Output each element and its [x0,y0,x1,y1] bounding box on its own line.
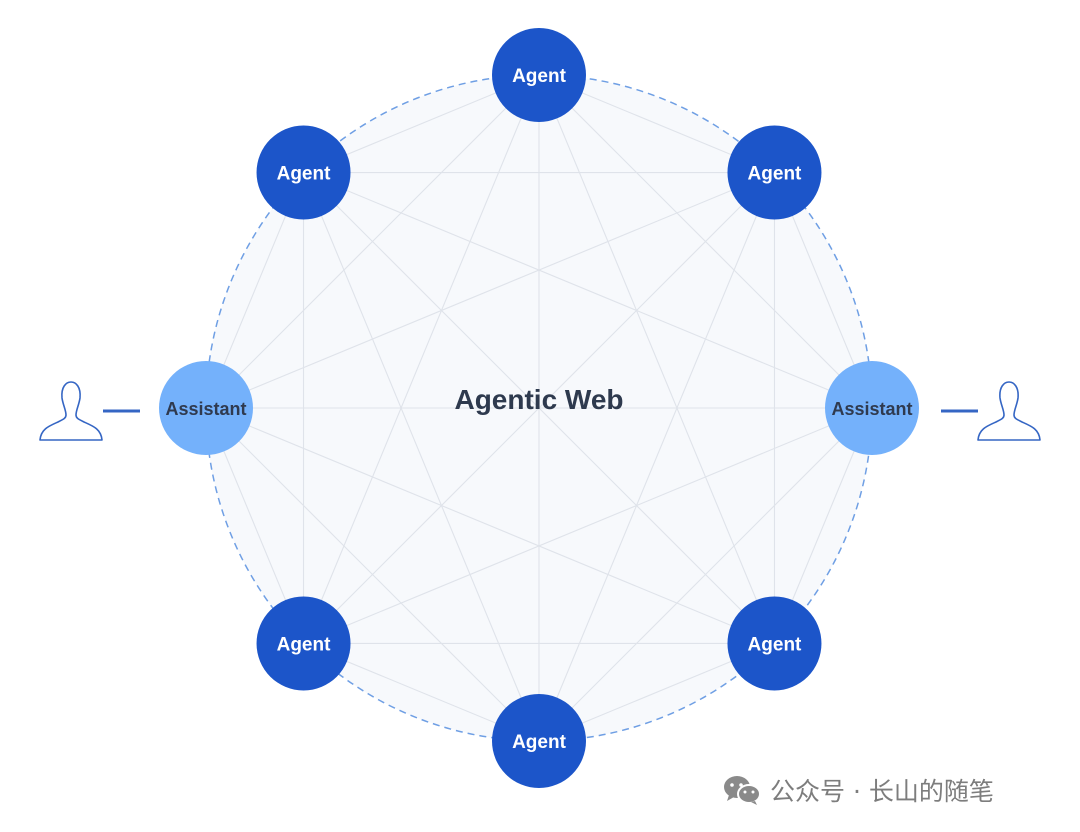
agent-label: Agent [512,66,567,87]
mesh-line [303,407,873,644]
user-right [977,381,1041,441]
mesh-line [205,407,775,644]
mesh-line [205,172,775,409]
node-agent-bottom-left[interactable]: Agent [256,596,351,691]
agent-label: Agent [748,164,803,185]
agent-label: Agent [512,732,567,753]
assistant-circle [159,361,253,455]
agent-label: Agent [277,634,332,655]
mesh-line [538,74,775,644]
assistant-circle [825,361,919,455]
agent-circle [256,125,351,220]
mesh-line [303,172,873,409]
wechat-icon [724,776,761,805]
center-label: Agentic Web [454,384,623,415]
mesh-line [205,407,540,742]
node-agent-bottom[interactable]: Agent [492,694,586,788]
user-icon [977,381,1041,441]
agent-label: Agent [277,164,332,185]
watermark: 公众号 · 长山的随笔 [722,770,994,810]
node-agent-top-right[interactable]: Agent [727,125,822,220]
agent-circle [727,596,822,691]
agent-circle [492,694,586,788]
user-left [39,381,103,441]
node-agent-top-left[interactable]: Agent [256,125,351,220]
node-assistant-right[interactable]: Assistant [825,361,919,455]
assistant-label: Assistant [165,399,246,419]
agent-circle [727,125,822,220]
mesh-line [303,172,775,644]
user-icon [39,381,103,441]
node-assistant-left[interactable]: Assistant [159,361,253,455]
watermark-text: 公众号 · 长山的随笔 [770,777,994,806]
mesh-line [303,172,540,742]
agent-circle [256,596,351,691]
node-agent-bottom-right[interactable]: Agent [727,596,822,691]
agent-label: Agent [748,634,803,655]
assistant-label: Assistant [831,399,912,419]
mesh-line [303,74,540,644]
node-agent-top[interactable]: Agent [492,28,586,122]
agent-circle [492,28,586,122]
mesh-line [538,172,775,742]
